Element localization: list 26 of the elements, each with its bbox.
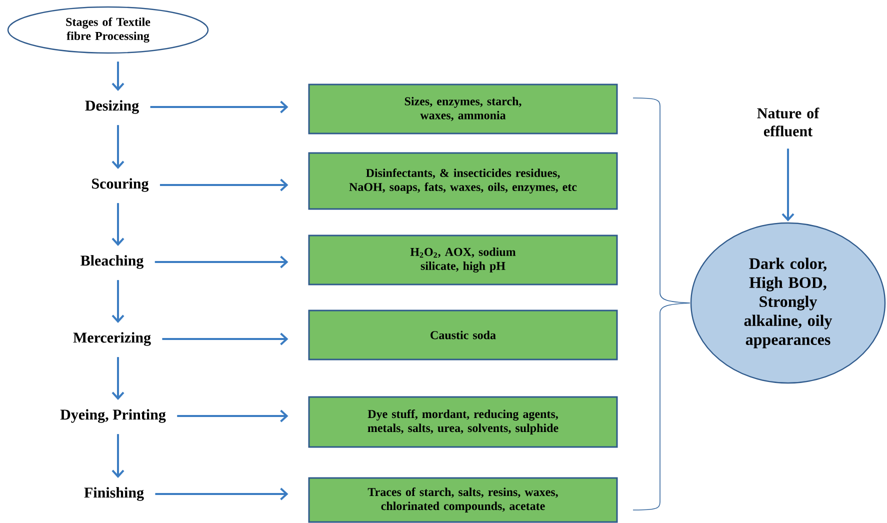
stage-label: Bleaching xyxy=(80,255,144,269)
arrow xyxy=(154,256,288,268)
arrow xyxy=(112,434,124,478)
arrow xyxy=(177,410,288,422)
effluent-box: Disinfectants, & insecticides residues, NaOH, soaps, fats, waxes, oils, enzymes, etc xyxy=(308,152,618,210)
arrow xyxy=(155,488,288,500)
heading-text: Nature of effluent xyxy=(757,108,820,136)
effluent-box: Traces of starch, salts, resins, waxes, chlorinated compounds, acetate xyxy=(308,477,618,523)
stage-label: Desizing xyxy=(85,100,139,114)
arrow xyxy=(112,357,124,400)
arrow xyxy=(112,203,124,246)
effluent-box: Dye stuff, mordant, reducing agents, metals, salts, urea, solvents, sulphide xyxy=(308,396,618,448)
arrow xyxy=(112,62,124,91)
stage-label: Mercerizing xyxy=(73,332,151,346)
effluent-box: Caustic soda xyxy=(308,310,618,360)
arrow xyxy=(782,148,794,222)
stage-label: Scouring xyxy=(92,178,149,192)
arrow xyxy=(112,125,124,169)
effluent-box: H$_{2}$O$_{2}$, AOX, sodium silicate, high pH xyxy=(308,234,618,286)
arrow xyxy=(112,280,124,323)
arrow xyxy=(150,100,288,114)
arrow xyxy=(160,178,288,192)
arrow xyxy=(162,332,288,346)
stage-label: Finishing xyxy=(84,487,144,501)
stage-label: Dyeing, Printing xyxy=(60,409,166,423)
effluent-box: Sizes, enzymes, starch, waxes, ammonia xyxy=(308,84,618,134)
